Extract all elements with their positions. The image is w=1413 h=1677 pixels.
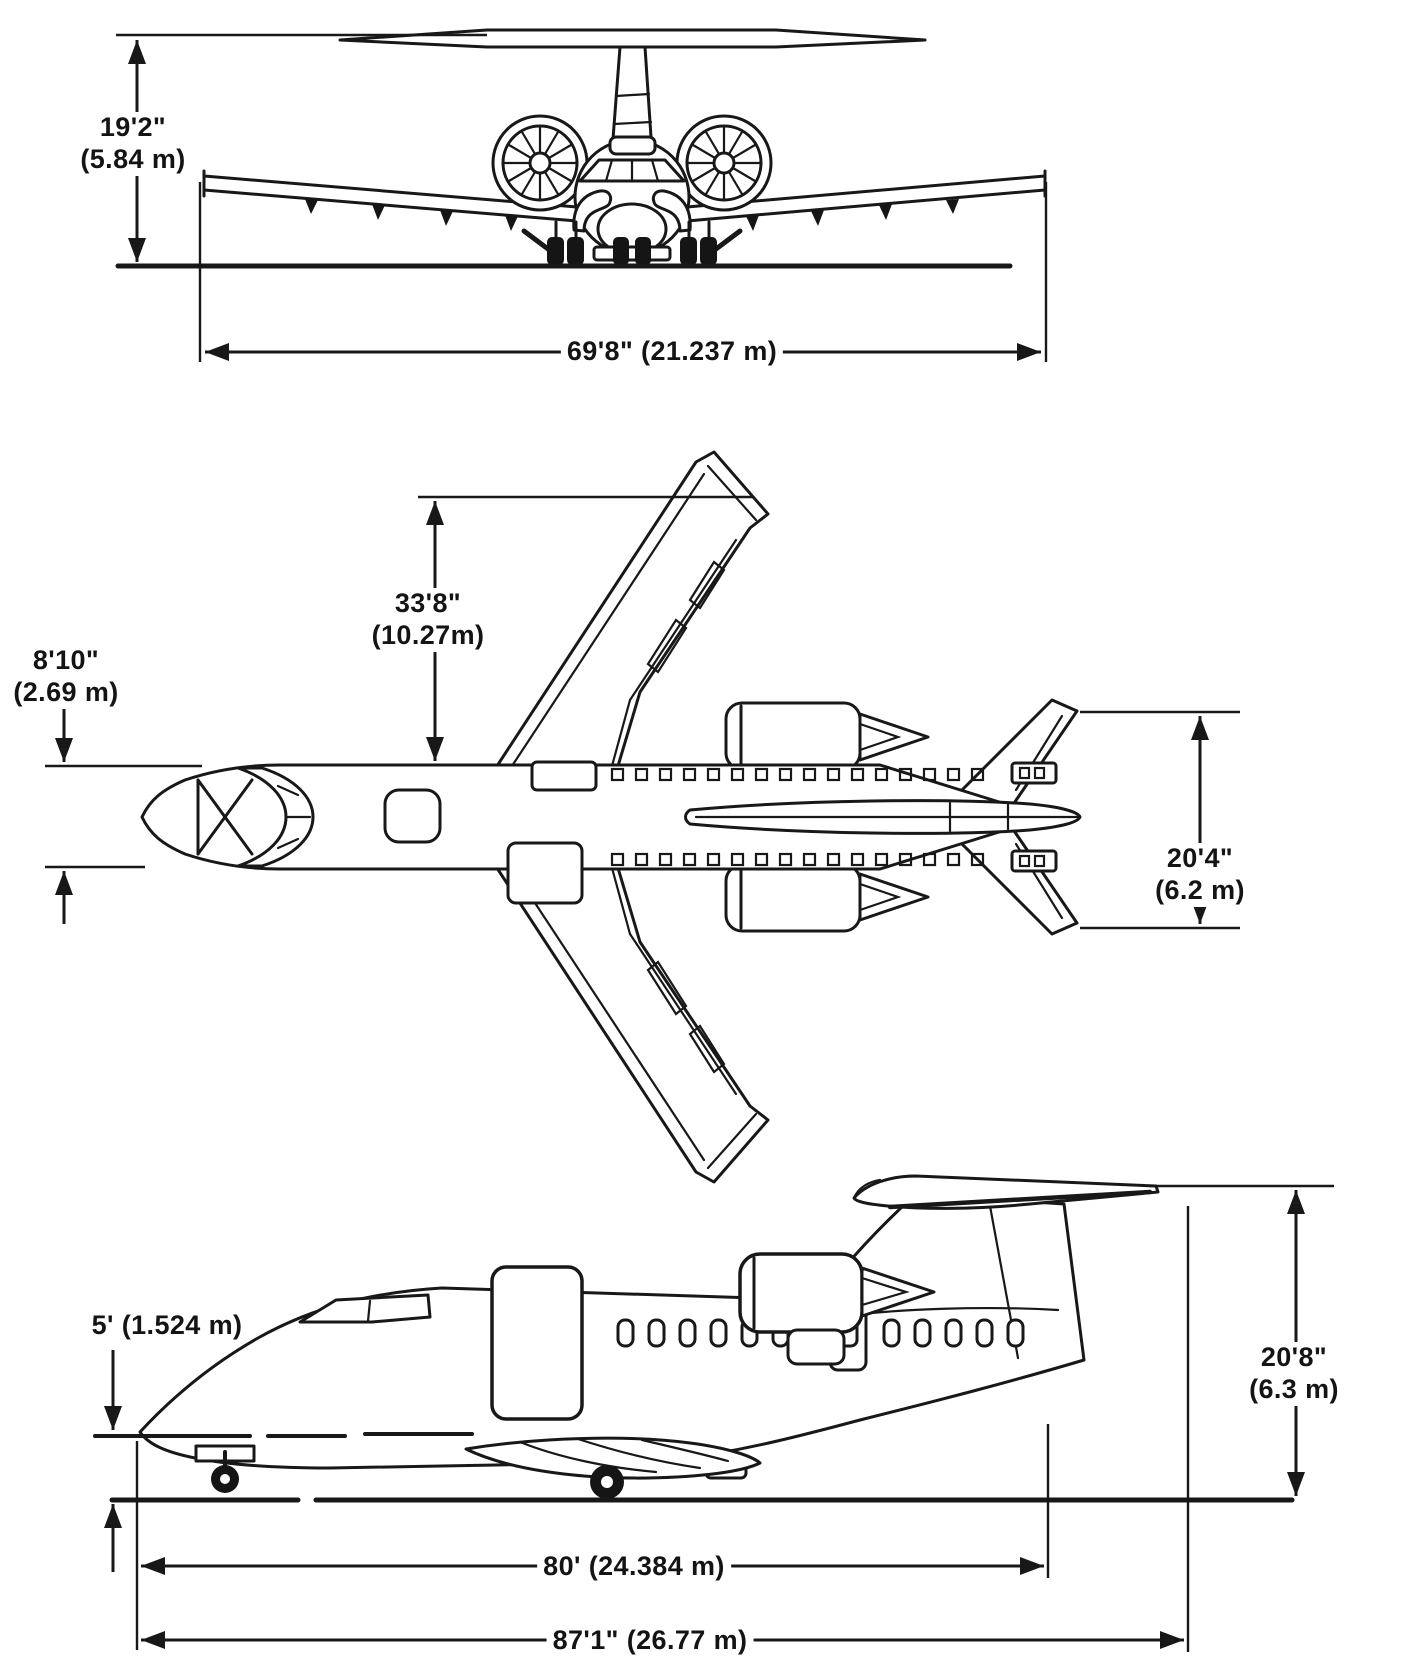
- side-fuselage: [138, 1192, 1086, 1470]
- tail-height-metric: (6.3 m): [1249, 1373, 1339, 1404]
- overall-length-dimension-label: 87'1" (26.77 m): [546, 1625, 754, 1657]
- nose-height-dimension-label: 5' (1.524 m): [85, 1310, 249, 1342]
- fuselage-length-dimension-label: 80' (24.384 m): [537, 1551, 731, 1583]
- front-view-drawing: [115, 28, 1047, 269]
- wingtip-offset-metric: (10.27m): [371, 619, 485, 650]
- front-landing-gear: [521, 220, 743, 265]
- side-landing-gear: [194, 1444, 624, 1499]
- front-antenna: [608, 135, 657, 156]
- fuselage-width-metric: (2.69 m): [13, 676, 119, 707]
- front-height-dimension-label: 19'2" (5.84 m): [74, 112, 192, 176]
- top-upper-engine: [724, 701, 930, 771]
- overall-length-value: 87'1" (26.77 m): [552, 1625, 748, 1655]
- fuselage-width-imperial: 8'10": [32, 645, 100, 675]
- top-lower-wing: [495, 866, 770, 1184]
- tail-span-dimension-label: 20'4" (6.2 m): [1149, 843, 1251, 907]
- top-doors-windows: [506, 760, 1058, 905]
- side-engine: [738, 1252, 936, 1366]
- top-lower-engine: [724, 863, 930, 933]
- top-upper-wing: [495, 450, 770, 768]
- tail-height-dimension-label: 20'8" (6.3 m): [1243, 1342, 1345, 1406]
- side-stabilizer: [852, 1174, 1160, 1210]
- top-view-drawing: [140, 450, 1082, 1184]
- nose-height-value: 5' (1.524 m): [91, 1310, 243, 1340]
- wingtip-offset-imperial: 33'8": [394, 588, 462, 618]
- front-height-imperial: 19'2": [99, 112, 167, 142]
- fuselage-length-value: 80' (24.384 m): [543, 1551, 725, 1581]
- wingspan-value: 69'8" (21.237 m): [566, 336, 778, 366]
- tail-height-imperial: 20'8": [1260, 1342, 1328, 1372]
- wingtip-offset-dimension-label: 33'8" (10.27m): [365, 588, 491, 652]
- side-view-drawing: [109, 1174, 1295, 1503]
- fuselage-width-dimension-label: 8'10" (2.69 m): [7, 645, 125, 709]
- tail-span-metric: (6.2 m): [1155, 874, 1245, 905]
- front-windshield: [578, 158, 686, 183]
- side-cabin-door: [490, 1265, 584, 1421]
- front-horizontal-stabilizer: [338, 28, 927, 49]
- side-wing-fairing: [464, 1436, 762, 1480]
- wingspan-dimension-label: 69'8" (21.237 m): [560, 336, 784, 368]
- front-left-engine: [491, 114, 589, 212]
- front-height-metric: (5.84 m): [80, 143, 186, 174]
- tail-span-imperial: 20'4": [1166, 843, 1234, 873]
- top-nose-detail: [196, 766, 442, 868]
- side-windshield: [298, 1293, 432, 1324]
- front-right-engine: [675, 114, 773, 212]
